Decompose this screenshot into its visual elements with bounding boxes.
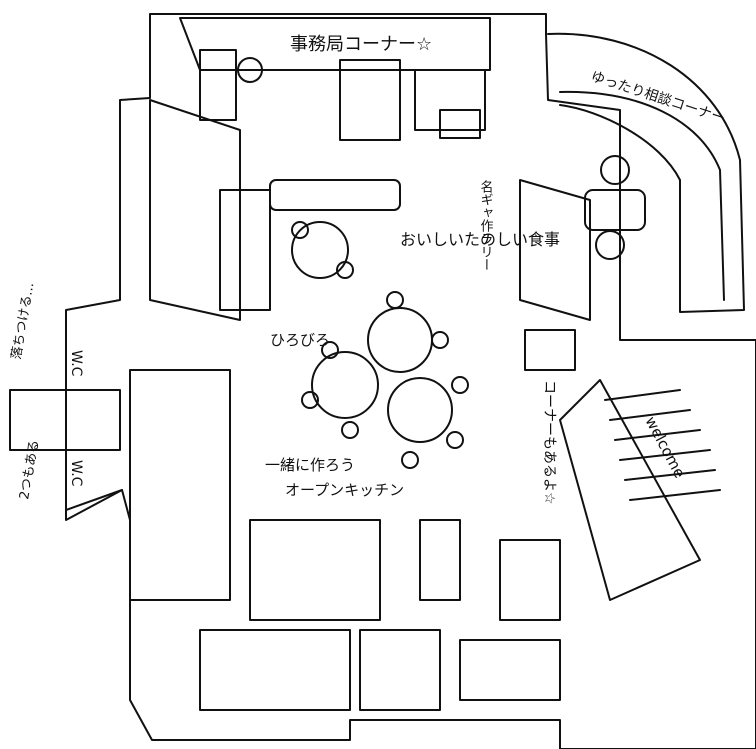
office-desk bbox=[339, 59, 401, 141]
hirobiro-label: ひろびろ bbox=[270, 331, 330, 349]
sink bbox=[199, 629, 351, 711]
left-shelf bbox=[149, 99, 241, 321]
office-corner-label: 事務局コーナー☆ bbox=[290, 34, 432, 55]
shelf-unit bbox=[419, 519, 461, 601]
bookshelf bbox=[199, 49, 237, 121]
office-counter bbox=[179, 17, 491, 71]
kitchen-island bbox=[249, 519, 381, 621]
table bbox=[387, 377, 453, 443]
stairs bbox=[559, 379, 701, 601]
right-shelf bbox=[519, 179, 591, 321]
open-kitchen-label: オープンキッチン bbox=[285, 481, 404, 499]
kitchen-counter bbox=[129, 369, 231, 601]
consult-table bbox=[584, 189, 646, 231]
corner-label: コーナーもあるよ☆ bbox=[541, 380, 557, 505]
bench bbox=[269, 179, 401, 211]
futatsu-label: 2つもある bbox=[17, 439, 42, 501]
shelf-right bbox=[499, 539, 561, 621]
relax-corner-wall bbox=[547, 32, 745, 313]
counter-right bbox=[459, 639, 561, 701]
meishi-gallery-label: 名ギャ作ラリー bbox=[478, 179, 494, 271]
office-desk bbox=[414, 69, 486, 131]
table bbox=[291, 221, 349, 279]
outer-wall bbox=[65, 13, 756, 749]
table bbox=[311, 351, 379, 419]
ochitsukeru-label: 落ちつける… bbox=[9, 281, 37, 360]
table bbox=[367, 307, 433, 373]
cabinet bbox=[359, 629, 441, 711]
menu-board bbox=[524, 329, 576, 371]
delicious-meal-label: おいしいたのしい食事 bbox=[400, 230, 560, 249]
wc-bottom-label: W.C bbox=[68, 460, 84, 487]
cook-together-label: 一緒に作ろう bbox=[265, 456, 355, 474]
wc-top-label: W.C bbox=[68, 350, 84, 377]
relax-corner-label: ゆったり相談コーナー bbox=[589, 69, 727, 127]
welcome-label: welcome bbox=[641, 413, 688, 481]
